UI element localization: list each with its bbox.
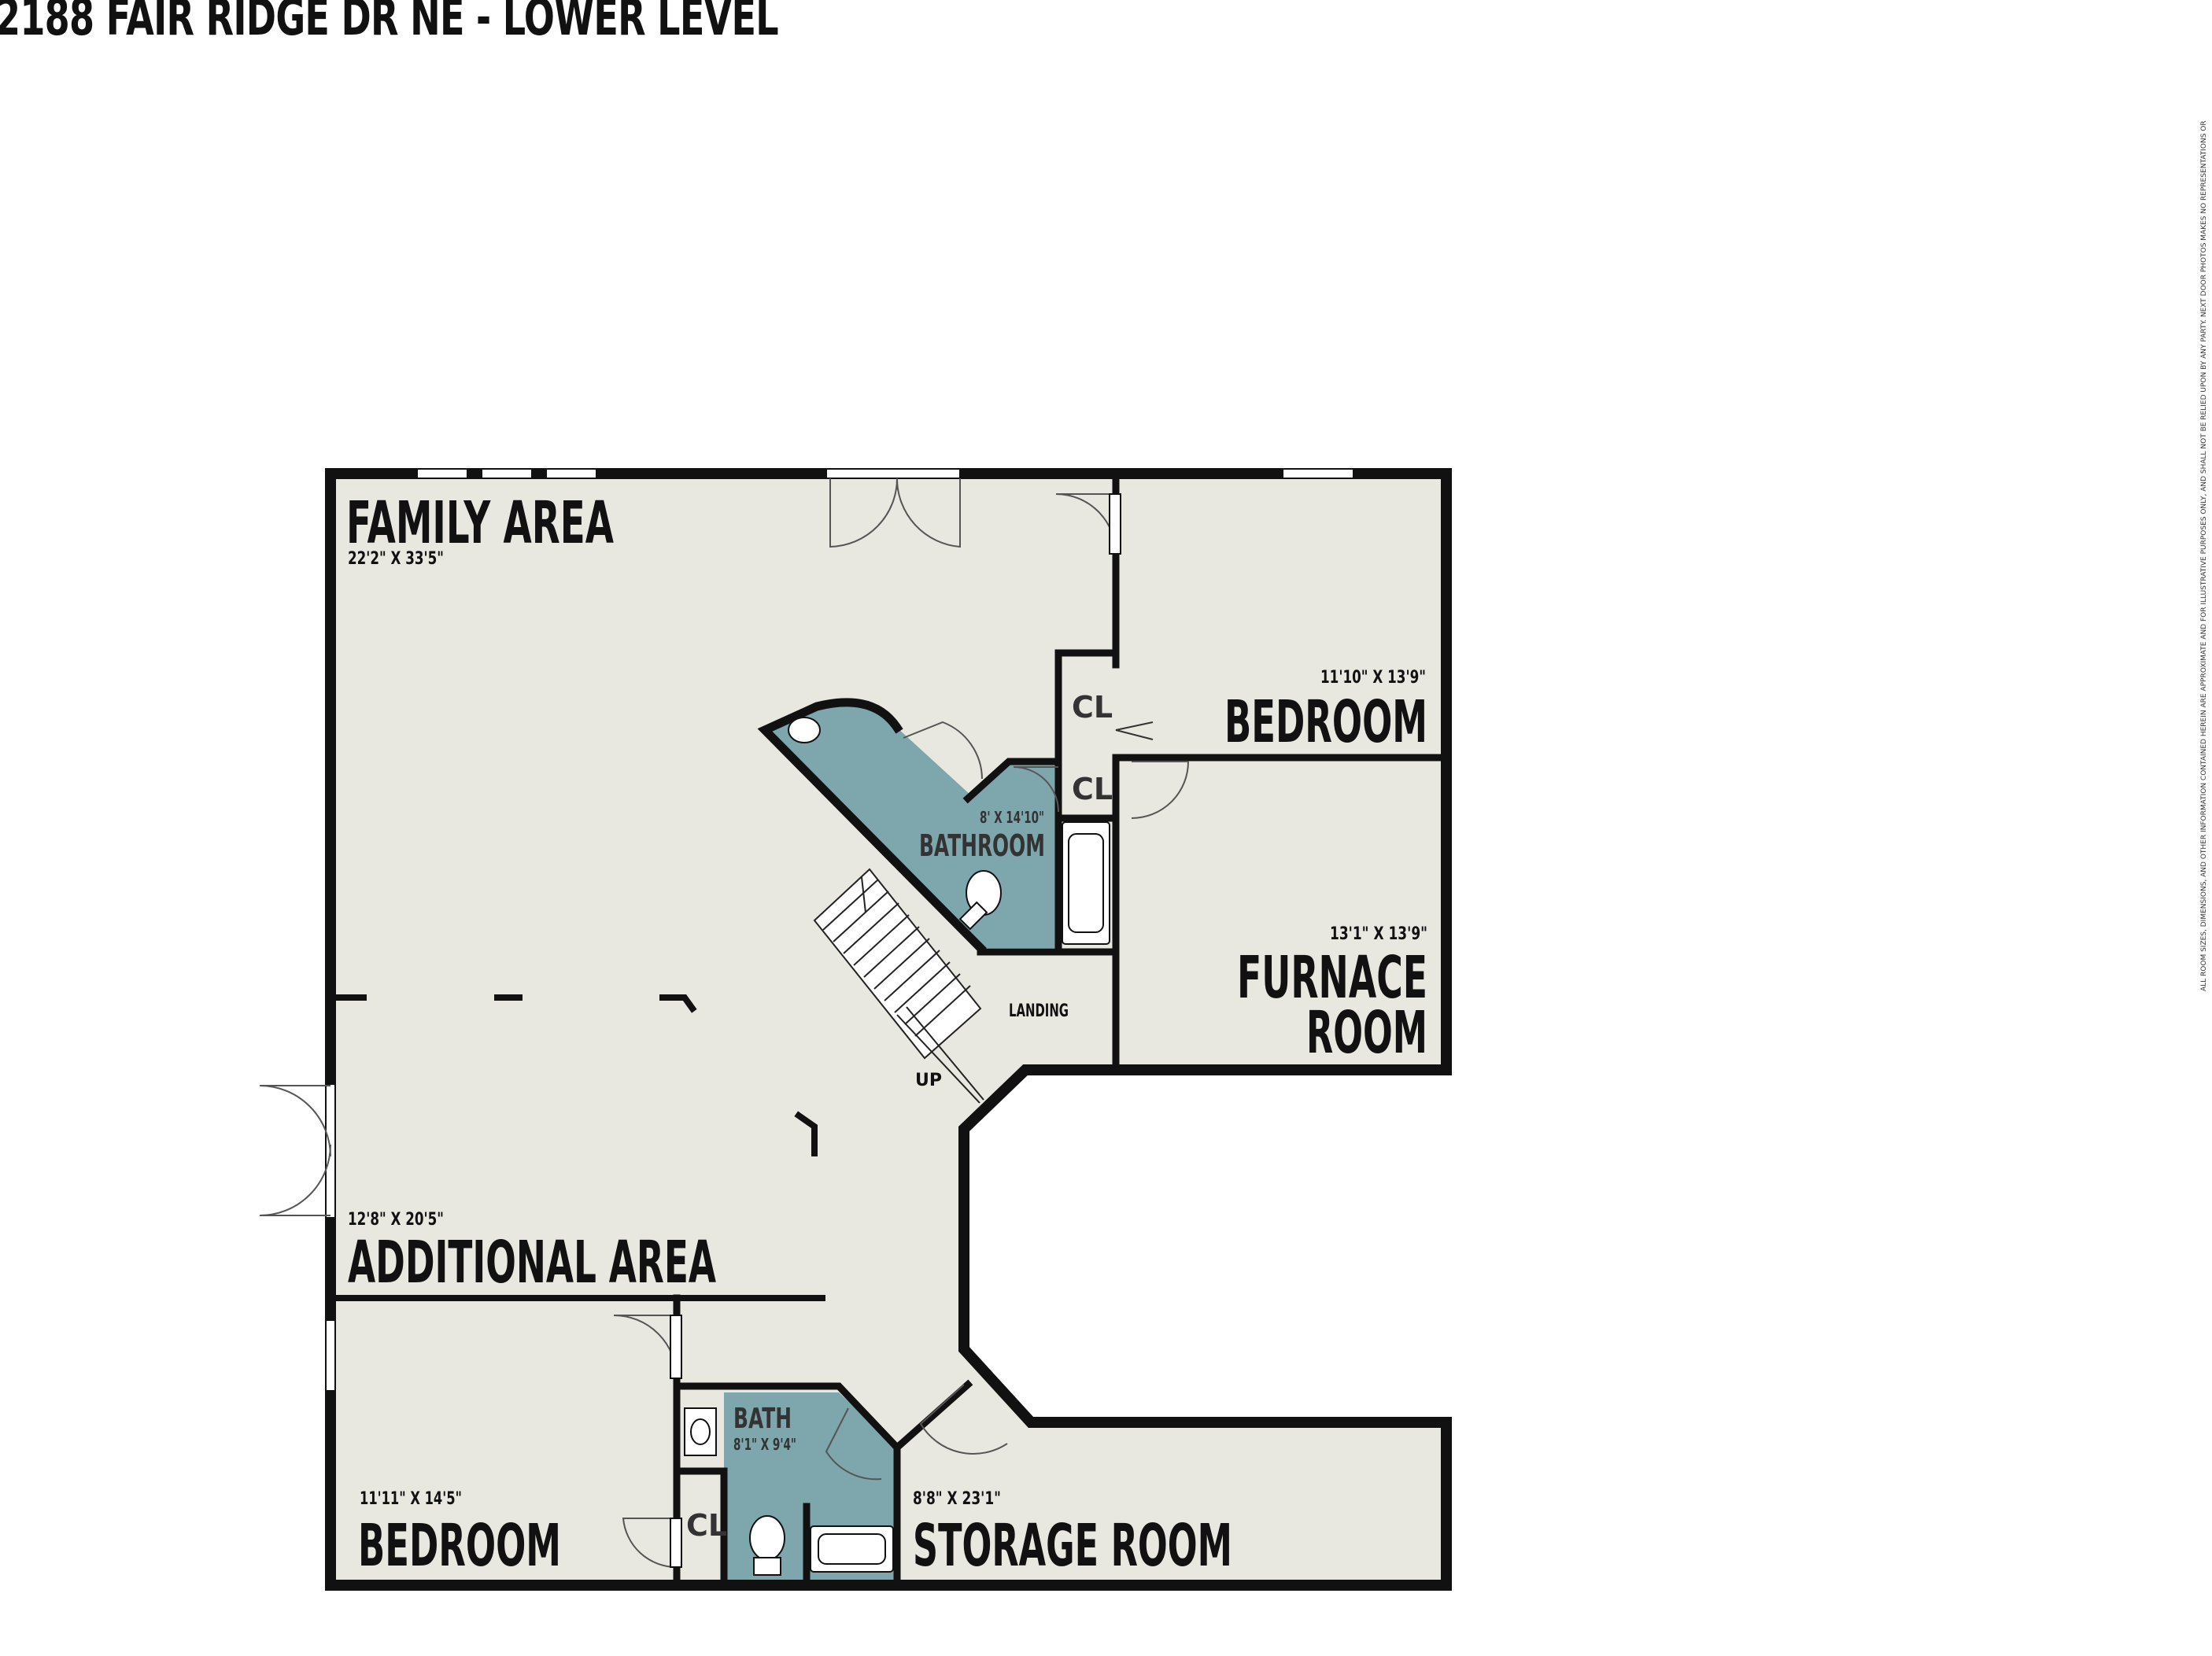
door-panel [670,1518,682,1568]
family-area-dims: 22'2" X 33'5" [348,549,444,569]
bedroom-lower-dims: 11'11" X 14'5" [360,1489,462,1509]
door-swing [825,1407,882,1481]
bathtub [1062,821,1110,945]
bath-name: BATH [733,1403,792,1435]
partial-walls [327,994,818,1156]
sink [788,717,821,743]
floor-main [331,474,1446,1585]
bathtub-lower [810,1525,894,1573]
door-swing [829,478,898,548]
wall-bathroom-notch [962,758,1062,804]
wall-storage-diag [892,1379,973,1453]
door-swing [1013,766,1059,813]
window [325,1319,336,1392]
toilet-lower [749,1515,785,1561]
door-swing [896,478,961,548]
window [545,468,597,479]
door-swing [1131,761,1190,819]
windows [325,468,1354,1392]
bath-dims: 8'1" X 9'4" [733,1435,796,1454]
bathroom-name: BATHROOM [919,828,1045,863]
door-swing [622,1518,678,1569]
door-swing [259,1085,331,1157]
closet-1-name: CL [1072,690,1113,725]
door-panel [670,1315,682,1379]
closet-2-name: CL [1072,772,1113,806]
furnace-room-name-line2: ROOM [1306,999,1427,1067]
bathroom-dims: 8' X 14'10" [980,808,1044,827]
wall-bathroom-diagonal [757,698,987,954]
closet-3-name: CL [686,1508,727,1543]
bedroom-upper-dims: 11'10" X 13'9" [1320,668,1426,688]
bedroom-upper-name: BEDROOM [1224,688,1427,756]
window [416,468,468,479]
furnace-room-name-line1: FURNACE [1237,944,1427,1012]
walls [325,468,1452,1591]
furnace-room-dims: 13'1" X 13'9" [1330,924,1427,944]
doors [259,478,1190,1569]
plan-title: 2188 FAIR RIDGE DR NE - LOWER LEVEL [0,0,779,47]
disclaimer: ALL ROOM SIZES, DIMENSIONS, AND OTHER IN… [2200,120,2208,991]
bedroom-lower-name: BEDROOM [358,1512,561,1580]
door-swing [903,721,983,780]
sink-lower [684,1407,717,1456]
staircase [813,868,984,1104]
window [1282,468,1354,479]
exterior-wall [325,468,1452,1591]
door-panel [1109,493,1121,555]
storage-room-dims: 8'8" X 23'1" [913,1489,1001,1509]
door-swing [259,1144,331,1216]
window [825,468,961,479]
fixtures [684,717,1110,1576]
family-area-name: FAMILY AREA [346,489,614,557]
door-swing [919,1384,1008,1455]
additional-area-name: ADDITIONAL AREA [348,1229,716,1296]
stairs-up-label: UP [915,1071,942,1090]
landing-name: LANDING [1009,1001,1069,1021]
storage-room-name: STORAGE ROOM [913,1512,1232,1580]
window [481,468,533,479]
wall-bath [673,1382,901,1589]
additional-area-dims: 12'8" X 20'5" [348,1210,444,1230]
closet-chevron [1115,721,1154,740]
